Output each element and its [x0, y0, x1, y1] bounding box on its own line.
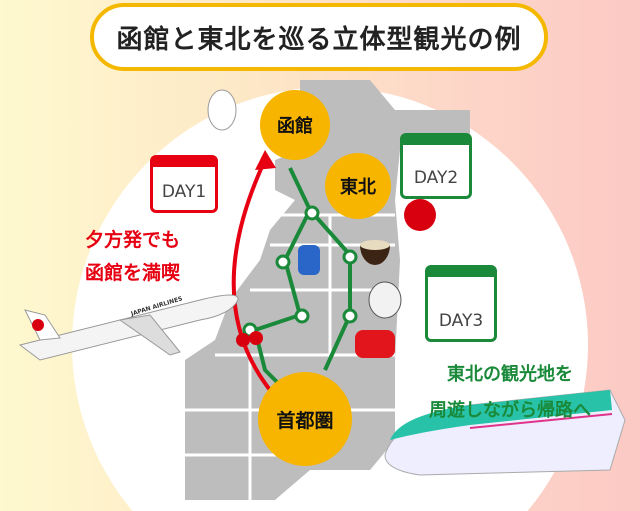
right-caption: 東北の観光地を 周遊しながら帰路へ	[415, 357, 605, 429]
squid-icon	[207, 89, 237, 131]
map-prefecture-borders	[185, 213, 395, 500]
node-tohoku: 東北	[325, 153, 391, 219]
page-title: 函館と東北を巡る立体型観光の例	[90, 3, 548, 71]
right-caption-line2: 周遊しながら帰路へ	[429, 400, 591, 421]
route-stops	[242, 205, 358, 338]
left-caption: 夕方発でも 函館を満喫	[70, 224, 195, 290]
mask-icon	[298, 245, 320, 275]
calendar-day3: DAY3	[425, 265, 497, 342]
left-caption-line2: 函館を満喫	[84, 262, 180, 284]
calendar-day1: DAY1	[150, 155, 218, 213]
rice-bowl-icon	[360, 240, 390, 265]
calendar-day2: DAY2	[400, 133, 472, 199]
right-caption-line1: 東北の観光地を	[447, 364, 573, 385]
cow-icon	[368, 281, 402, 319]
akabeko-icon	[355, 330, 395, 358]
left-caption-line1: 夕方発でも	[84, 229, 180, 251]
apple-icon	[404, 199, 436, 231]
airplane-icon	[18, 294, 239, 361]
flight-route-arrow	[231, 159, 272, 392]
arrow-head	[255, 150, 276, 170]
node-shutoken: 首都圏	[258, 372, 352, 466]
node-hakodate: 函館	[260, 90, 330, 160]
cherry-icon	[236, 331, 263, 347]
shinkansen-icon	[384, 389, 626, 476]
